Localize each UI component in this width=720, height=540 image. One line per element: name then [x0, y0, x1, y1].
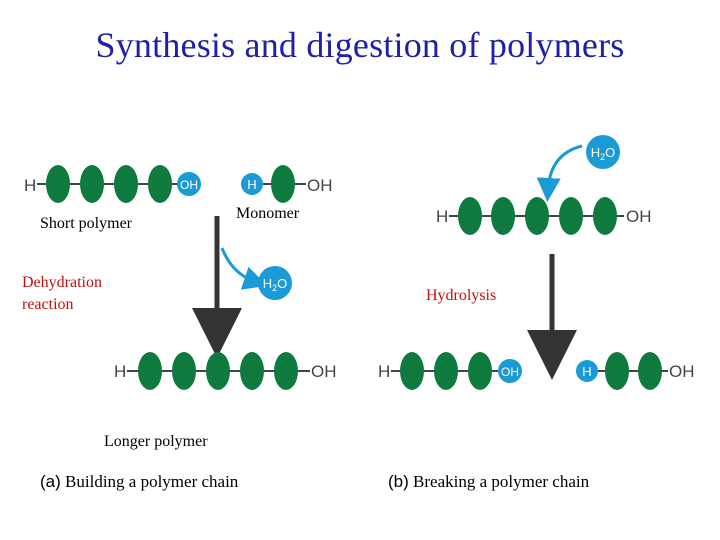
h-label: H	[247, 177, 256, 192]
water-molecule: H2O	[258, 266, 292, 300]
monomer-unit	[400, 352, 424, 390]
oh-label: OH	[311, 362, 337, 381]
water-formula: H2O	[591, 145, 616, 162]
oh-label: OH	[307, 176, 333, 195]
caption-a: (a) Building a polymer chain	[40, 472, 238, 492]
monomer-unit	[114, 165, 138, 203]
oh-label: OH	[669, 362, 695, 381]
monomer-unit	[271, 165, 295, 203]
hydrolysis-label: Hydrolysis	[426, 287, 497, 304]
water-release-arrow	[220, 247, 268, 290]
hydrogen-group	[576, 360, 598, 382]
released-monomer: H OH	[576, 352, 695, 390]
water-molecule: H2O	[586, 135, 620, 169]
h-label: H	[582, 364, 591, 379]
monomer-label: Monomer	[236, 205, 300, 222]
h-label: H	[24, 176, 36, 195]
hydroxyl-group	[498, 359, 522, 383]
monomer-unit	[148, 165, 172, 203]
monomer-unit	[434, 352, 458, 390]
oh-label: OH	[626, 207, 652, 226]
dehydration-label-line1: Dehydration	[22, 274, 102, 291]
monomer-unit	[605, 352, 629, 390]
water-formula: H2O	[263, 276, 288, 293]
monomer-unit	[638, 352, 662, 390]
monomer-unit	[46, 165, 70, 203]
monomer-unit	[458, 197, 482, 235]
caption-b-letter: (b)	[388, 472, 409, 491]
hydrogen-group	[241, 173, 263, 195]
water-intake-arrow	[536, 144, 583, 202]
monomer-unit	[468, 352, 492, 390]
monomer-unit	[206, 352, 230, 390]
h-label: H	[378, 362, 390, 381]
monomer-unit	[593, 197, 617, 235]
caption-b: (b) Breaking a polymer chain	[388, 472, 589, 492]
monomer-unit	[559, 197, 583, 235]
monomer-unit	[80, 165, 104, 203]
oh-label: OH	[180, 178, 198, 192]
hydroxyl-group	[177, 172, 201, 196]
caption-a-letter: (a)	[40, 472, 61, 491]
h-label: H	[114, 362, 126, 381]
longer-polymer-label: Longer polymer	[104, 433, 208, 450]
monomer-unit	[172, 352, 196, 390]
polymer-chain-before-hydrolysis: H OH	[436, 197, 652, 235]
monomer-unit	[274, 352, 298, 390]
monomer-unit	[138, 352, 162, 390]
dehydration-label-line2: reaction	[22, 296, 74, 313]
oh-label: OH	[501, 365, 519, 379]
caption-a-text: Building a polymer chain	[65, 472, 239, 491]
longer-polymer-chain: H OH	[114, 352, 337, 390]
monomer-molecule: H OH	[241, 165, 333, 203]
water-icon	[586, 135, 620, 169]
water-icon	[258, 266, 292, 300]
monomer-unit	[491, 197, 515, 235]
monomer-unit	[525, 197, 549, 235]
caption-b-text: Breaking a polymer chain	[413, 472, 590, 491]
monomer-unit	[240, 352, 264, 390]
h-label: H	[436, 207, 448, 226]
short-polymer-chain: H OH	[24, 165, 201, 203]
page-title: Synthesis and digestion of polymers	[95, 25, 625, 65]
short-polymer-product: H OH	[378, 352, 522, 390]
short-polymer-label: Short polymer	[40, 215, 132, 232]
